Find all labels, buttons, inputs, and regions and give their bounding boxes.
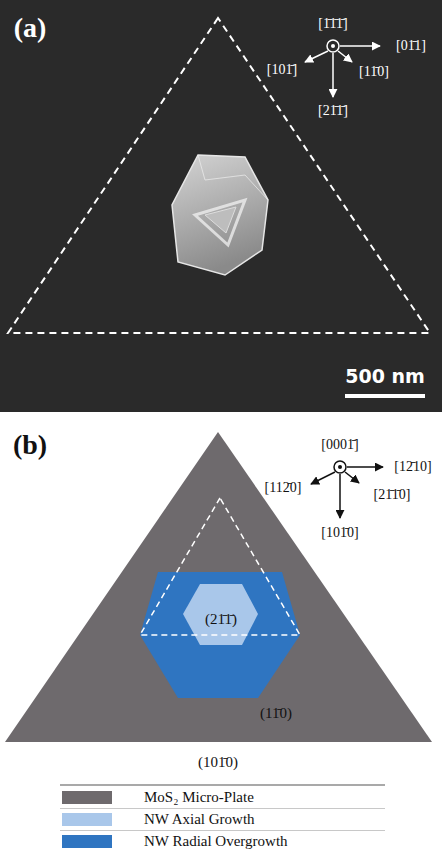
legend-swatch: [62, 813, 112, 826]
direction-label: [101̄]: [267, 62, 297, 79]
crystal-core: [195, 200, 245, 245]
scale-bar: [345, 394, 425, 398]
axis-out-of-plane: [327, 40, 339, 52]
plate-outline: [8, 18, 430, 333]
axis-arrow: [338, 51, 352, 62]
legend: MoS₂ Micro-Plate NW Axial Growth NW Radial…: [60, 787, 385, 850]
crystal-facet: [198, 155, 268, 200]
facet-label: (21̄1̄): [205, 610, 237, 628]
facet-label: (11̄0): [260, 704, 292, 722]
direction-label: [21̄1̄0]: [374, 487, 411, 504]
legend-text: NW Radial Overgrowth: [144, 833, 288, 850]
axis-dot: [338, 465, 342, 469]
direction-label: [21̄1̄]: [318, 103, 348, 120]
panel-label: (a): [14, 11, 47, 45]
sem-background: [0, 0, 442, 412]
direction-label: [0001̄]: [321, 437, 358, 454]
axial-growth: [183, 584, 258, 645]
axis-arrow: [332, 53, 334, 97]
axis-arrow: [345, 472, 359, 483]
axis-arrow: [347, 466, 383, 468]
nanowire-crystal: [172, 155, 268, 275]
legend-row: NW Radial Overgrowth: [60, 831, 385, 850]
legend-text: MoS₂ Micro-Plate: [144, 789, 254, 806]
facet-label: (101̄0): [198, 753, 238, 771]
direction-label: [12̄10]: [394, 459, 431, 476]
axis-arrow: [339, 474, 341, 518]
axis-out-of-plane: [334, 461, 346, 473]
direction-label: [112̄0]: [265, 480, 302, 497]
legend-text: NW Axial Growth: [144, 811, 255, 828]
crystal-core-inner: [205, 207, 236, 233]
scale-label: 500 nm: [345, 365, 425, 388]
direction-label: [1̄1̄1̄]: [318, 16, 347, 33]
legend-swatch: [62, 835, 112, 848]
axis-arrow: [305, 51, 328, 62]
direction-label: [11̄0]: [359, 64, 389, 81]
axis-dot: [331, 44, 335, 48]
direction-label: [101̄0]: [321, 525, 358, 542]
legend-rule: [60, 784, 385, 785]
micro-plate: [5, 432, 432, 742]
legend-row: NW Axial Growth: [60, 809, 385, 831]
nanowire-outline: [140, 498, 300, 635]
legend-swatch: [62, 791, 112, 804]
panel-label: (b): [13, 428, 47, 462]
axis-arrow: [340, 45, 380, 47]
axis-arrow: [311, 472, 335, 484]
direction-label: [01̄1]: [396, 38, 426, 55]
legend-row: MoS₂ Micro-Plate: [60, 787, 385, 809]
